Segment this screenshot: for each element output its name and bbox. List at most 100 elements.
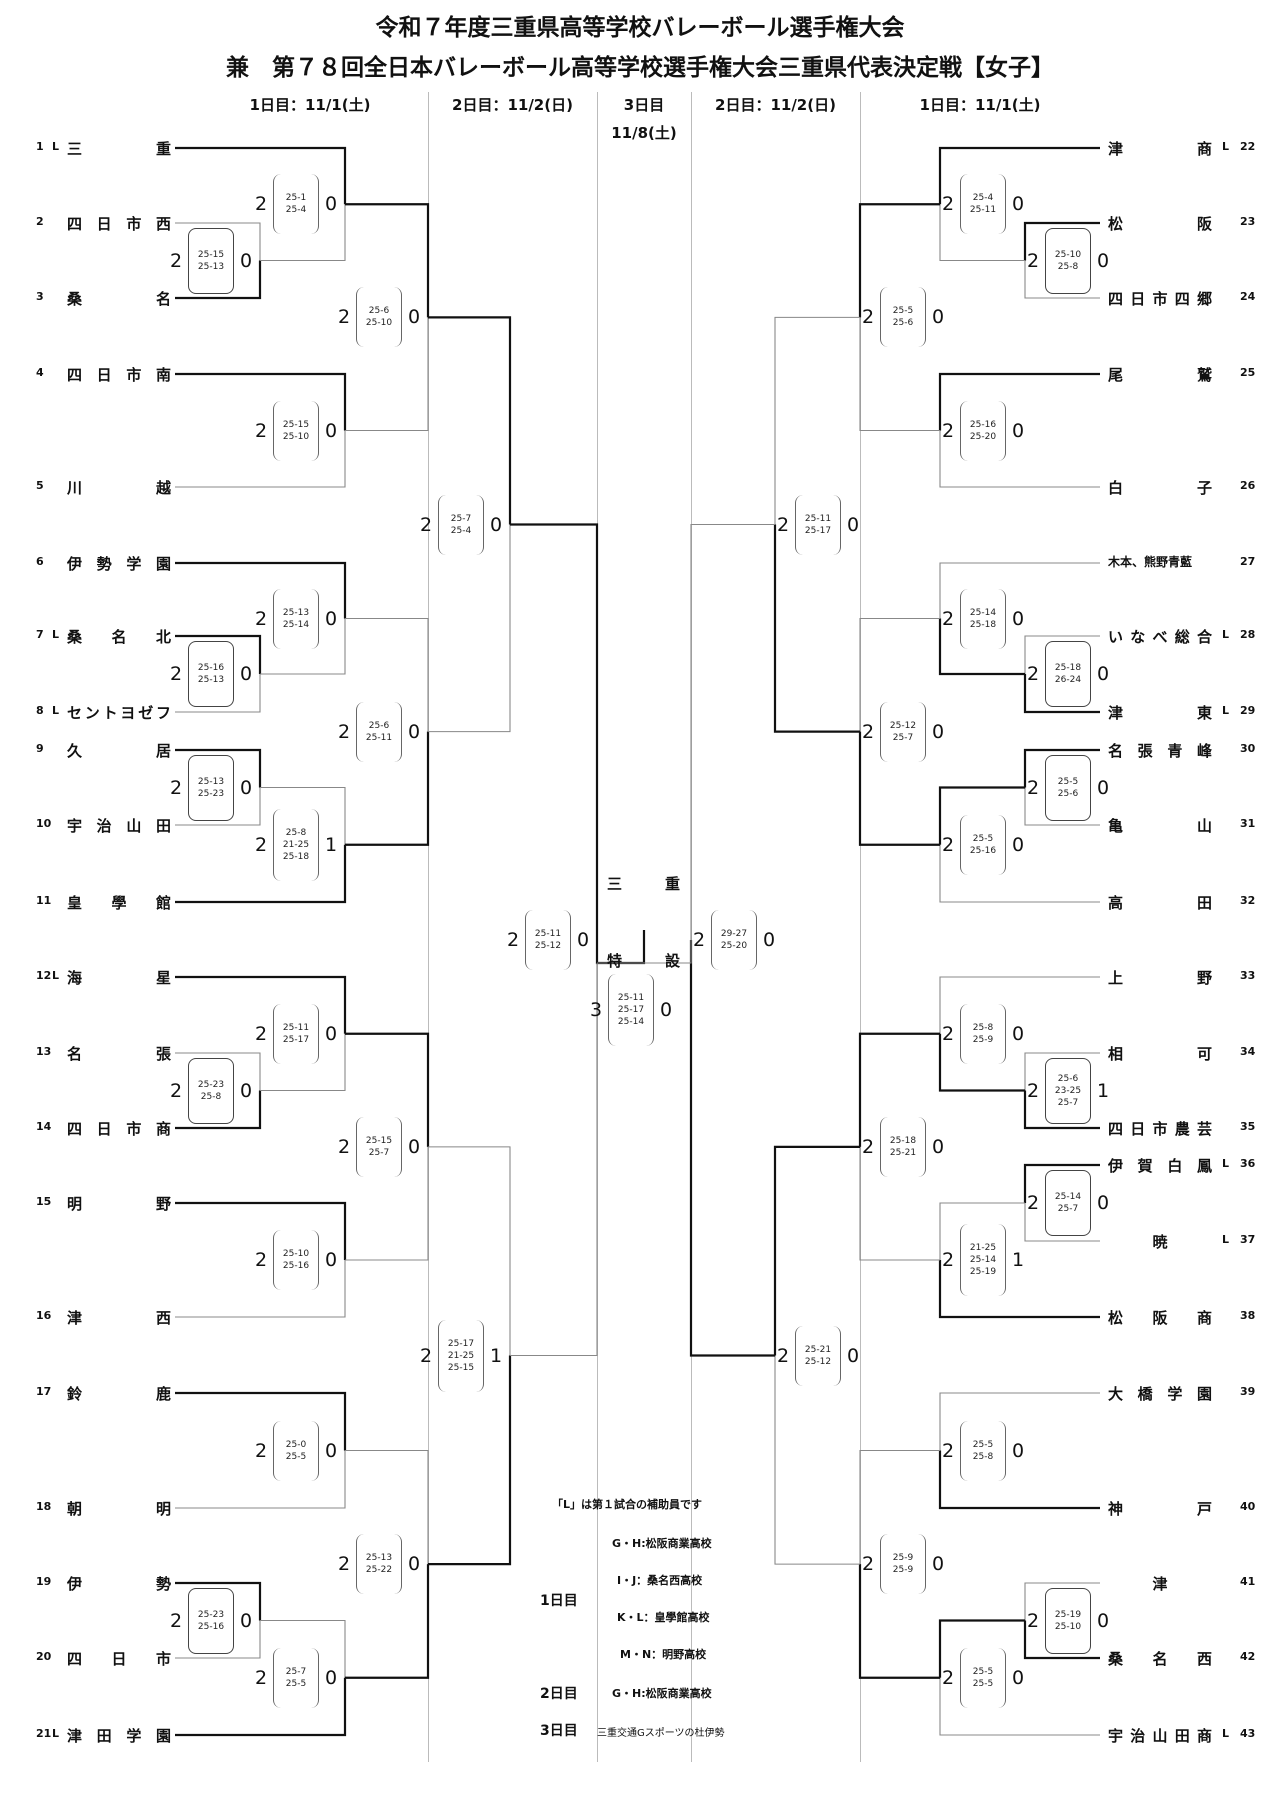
loser-sets-won: 0 — [407, 1135, 421, 1158]
team-number: 18 — [36, 1500, 52, 1513]
team-name-char: 津 — [1108, 704, 1124, 722]
team-name-char: 久 — [67, 742, 83, 760]
team-name-char: 松 — [1108, 215, 1124, 233]
team-name-char: ヨ — [120, 704, 136, 722]
team-name-char: 居 — [155, 742, 171, 760]
team-name-char: 勢 — [155, 1575, 171, 1593]
team-name-char: 合 — [1196, 628, 1212, 646]
team-number: 1 — [36, 140, 44, 153]
set-score: 25-16 — [197, 1621, 225, 1632]
team-name-char: 日 — [1130, 1120, 1146, 1138]
team-name-char: 峰 — [1196, 742, 1212, 760]
team-number: 33 — [1240, 969, 1256, 982]
runnerup-char-2: 設 — [665, 952, 681, 970]
team-name-char: 名 — [1152, 1650, 1168, 1668]
set-score: 25-11 — [534, 929, 562, 939]
loser-sets-won: 0 — [931, 1135, 945, 1158]
team-number: 39 — [1240, 1385, 1256, 1398]
set-score: 25-20 — [969, 431, 997, 442]
winner-line — [938, 146, 1100, 205]
loser-sets-won: 0 — [931, 306, 945, 329]
team-name-char: 神 — [1108, 1500, 1124, 1518]
bracket-line — [510, 940, 598, 1357]
winner-sets-won: 3 — [589, 999, 603, 1021]
winner-sets-won: 2 — [941, 1249, 955, 1271]
winner-line — [858, 1032, 940, 1147]
set-score: 25-7 — [285, 1666, 307, 1677]
loser-sets-won: 0 — [489, 513, 503, 536]
winner-sets-won: 2 — [941, 419, 955, 442]
winner-line — [175, 634, 262, 674]
bracket-line — [1024, 1052, 1100, 1091]
team-name-char: 山 — [126, 817, 142, 835]
winner-line — [345, 1032, 430, 1147]
team-name: 桑名北 — [67, 626, 171, 647]
winner-line — [175, 1090, 262, 1130]
set-score: 26-24 — [1054, 675, 1082, 685]
bracket-line — [939, 204, 1025, 262]
winner-sets-won: 2 — [254, 607, 268, 630]
team-name-char: 西 — [155, 1309, 171, 1327]
team-number: 4 — [36, 366, 44, 379]
team-number: 37 — [1240, 1233, 1256, 1246]
winner-sets-won: 2 — [254, 1249, 268, 1271]
winner-sets-won: 2 — [776, 513, 790, 536]
set-score: 25-9 — [892, 1565, 914, 1576]
team-name-char: 桑 — [67, 628, 83, 646]
set-score: 25-4 — [450, 525, 472, 536]
loser-sets-won: 0 — [931, 1553, 945, 1576]
winner-sets-won: 2 — [941, 193, 955, 216]
team-name-char: 勢 — [96, 555, 112, 573]
team-number: 31 — [1240, 817, 1256, 830]
set-score: 25-16 — [969, 419, 997, 430]
set-score: 25-5 — [1057, 776, 1079, 787]
set-score: 25-5 — [972, 1666, 994, 1677]
bracket-line — [428, 524, 511, 733]
team-name: 高田 — [1108, 892, 1212, 913]
set-score: 25-10 — [1054, 249, 1082, 260]
champion-char-2: 重 — [665, 875, 681, 893]
team-name-char: 宇 — [67, 817, 83, 835]
team-name-char: 張 — [1137, 742, 1153, 760]
bracket-line — [859, 317, 940, 432]
bracket-line — [690, 523, 775, 940]
set-score: 25-7 — [1057, 1204, 1079, 1214]
legend-day1-item: K・L：皇學館高校 — [617, 1611, 710, 1624]
bracket-line — [428, 1146, 511, 1356]
bracket-line — [260, 1033, 346, 1092]
winner-line — [175, 561, 347, 619]
winner-line — [1023, 221, 1100, 261]
winner-line — [345, 203, 430, 318]
team-name-char: 学 — [126, 555, 142, 573]
winner-line — [510, 523, 599, 940]
team-name-char: 日 — [111, 1650, 127, 1668]
team-name-char: 市 — [126, 1120, 142, 1138]
team-name-char: 重 — [155, 140, 171, 158]
winner-line — [1023, 748, 1100, 788]
loser-sets-won: 0 — [576, 929, 590, 951]
team-number: 28 — [1240, 628, 1256, 641]
team-name-char: 四 — [1108, 290, 1124, 308]
team-number: 25 — [1240, 366, 1256, 379]
bracket-line — [175, 430, 346, 488]
set-score: 25-4 — [285, 205, 307, 216]
loser-sets-won: 0 — [1011, 1022, 1025, 1045]
team-number: 43 — [1240, 1727, 1256, 1740]
winner-line — [1023, 1163, 1100, 1203]
team-name: 海星 — [67, 967, 171, 988]
